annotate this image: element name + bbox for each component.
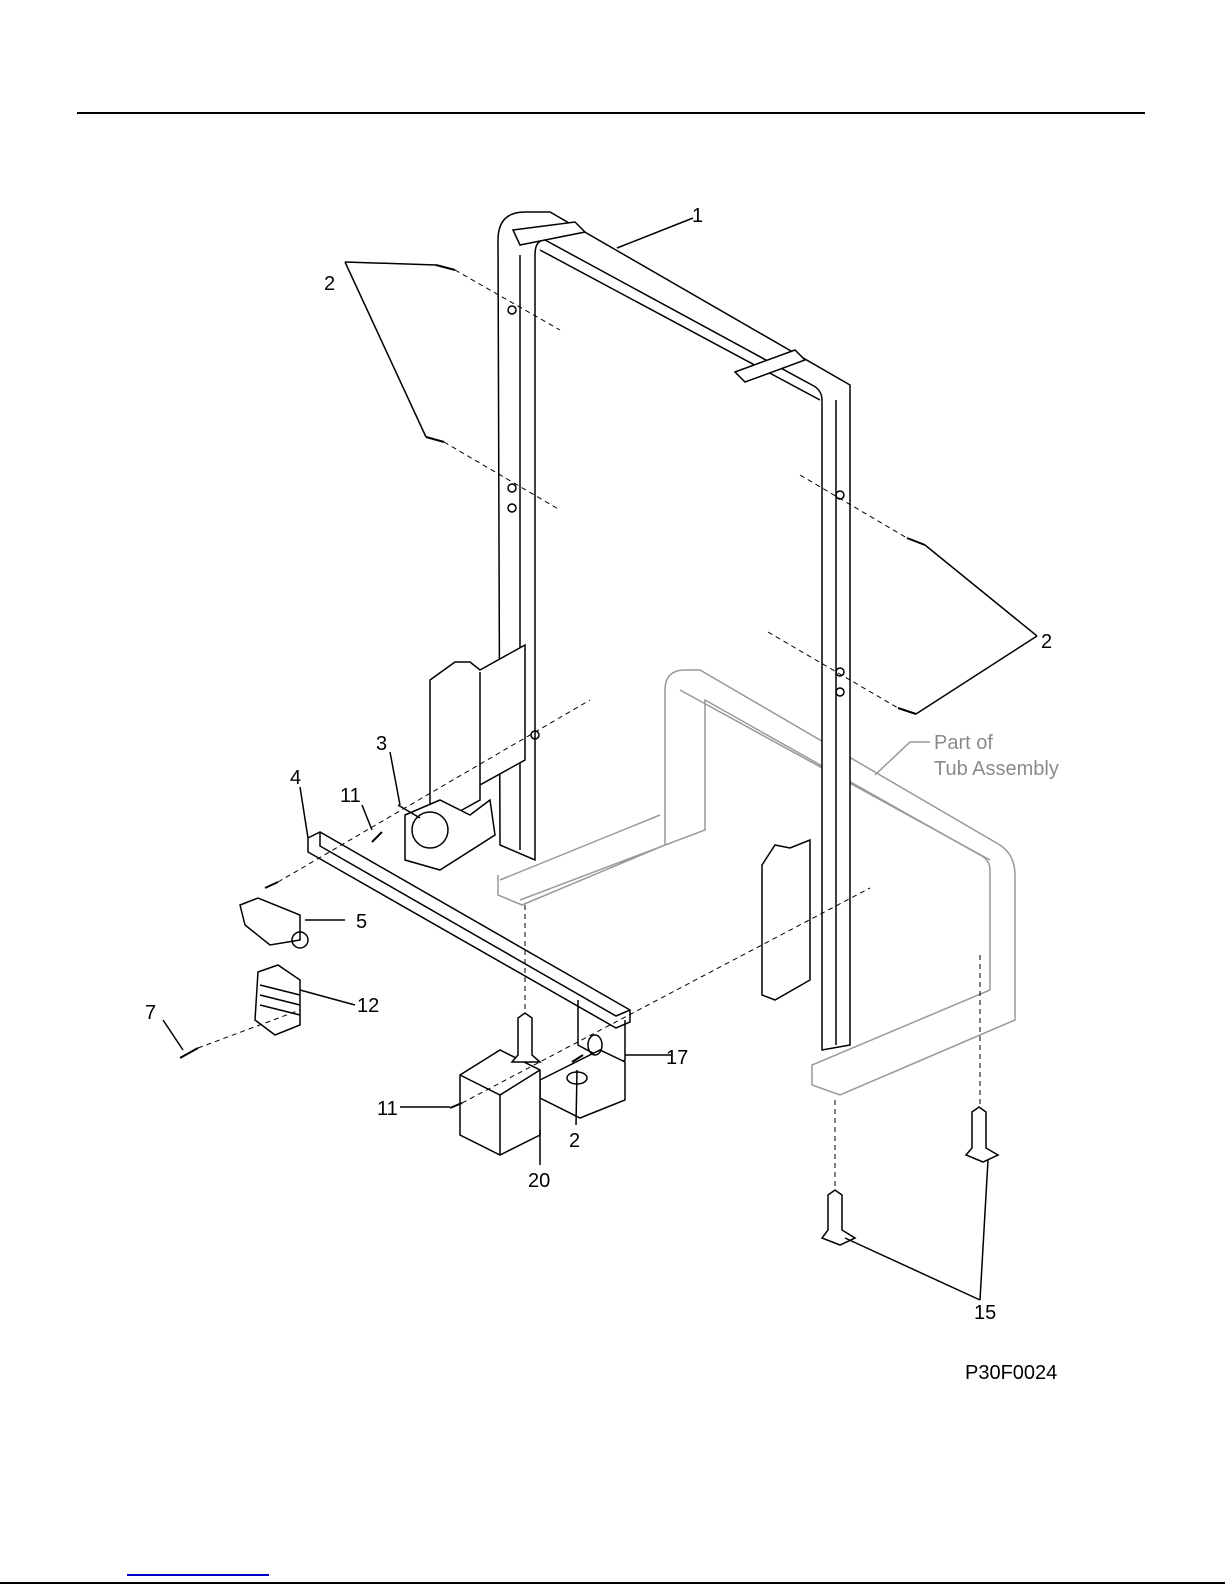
header-rule (77, 112, 1145, 114)
callout-12: 12 (357, 995, 379, 1017)
callout-15: 15 (974, 1302, 996, 1324)
tub-leader (874, 741, 930, 776)
tub-note-line1: Part of (934, 732, 993, 754)
callout-5: 5 (356, 911, 367, 933)
callout-2: 2 (324, 273, 335, 295)
callout-17: 17 (666, 1047, 688, 1069)
tub-note-line2: Tub Assembly (934, 758, 1059, 780)
bracket (307, 831, 631, 1066)
switch (239, 897, 301, 946)
callout-1: 1 (692, 205, 703, 227)
cover (459, 1049, 541, 1156)
footer-link[interactable] (127, 1574, 269, 1576)
footer-rule (0, 1582, 1225, 1584)
callout-2: 2 (569, 1130, 580, 1152)
coil (254, 964, 301, 1036)
callout-11: 11 (340, 785, 361, 807)
callout-20: 20 (528, 1170, 550, 1192)
callout-2: 2 (1041, 631, 1052, 653)
right-plate (761, 838, 811, 1001)
screws (179, 264, 926, 1109)
callout-11: 11 (377, 1098, 398, 1120)
callout-7: 7 (145, 1002, 156, 1024)
leveling-legs (510, 1012, 1000, 1246)
valve (397, 798, 496, 871)
callout-4: 4 (290, 767, 301, 789)
figure-code: P30F0024 (965, 1362, 1057, 1384)
callout-3: 3 (376, 733, 387, 755)
junction-box (539, 1049, 626, 1119)
dashed-lines (197, 269, 981, 1190)
leader-lines (162, 217, 1038, 1301)
